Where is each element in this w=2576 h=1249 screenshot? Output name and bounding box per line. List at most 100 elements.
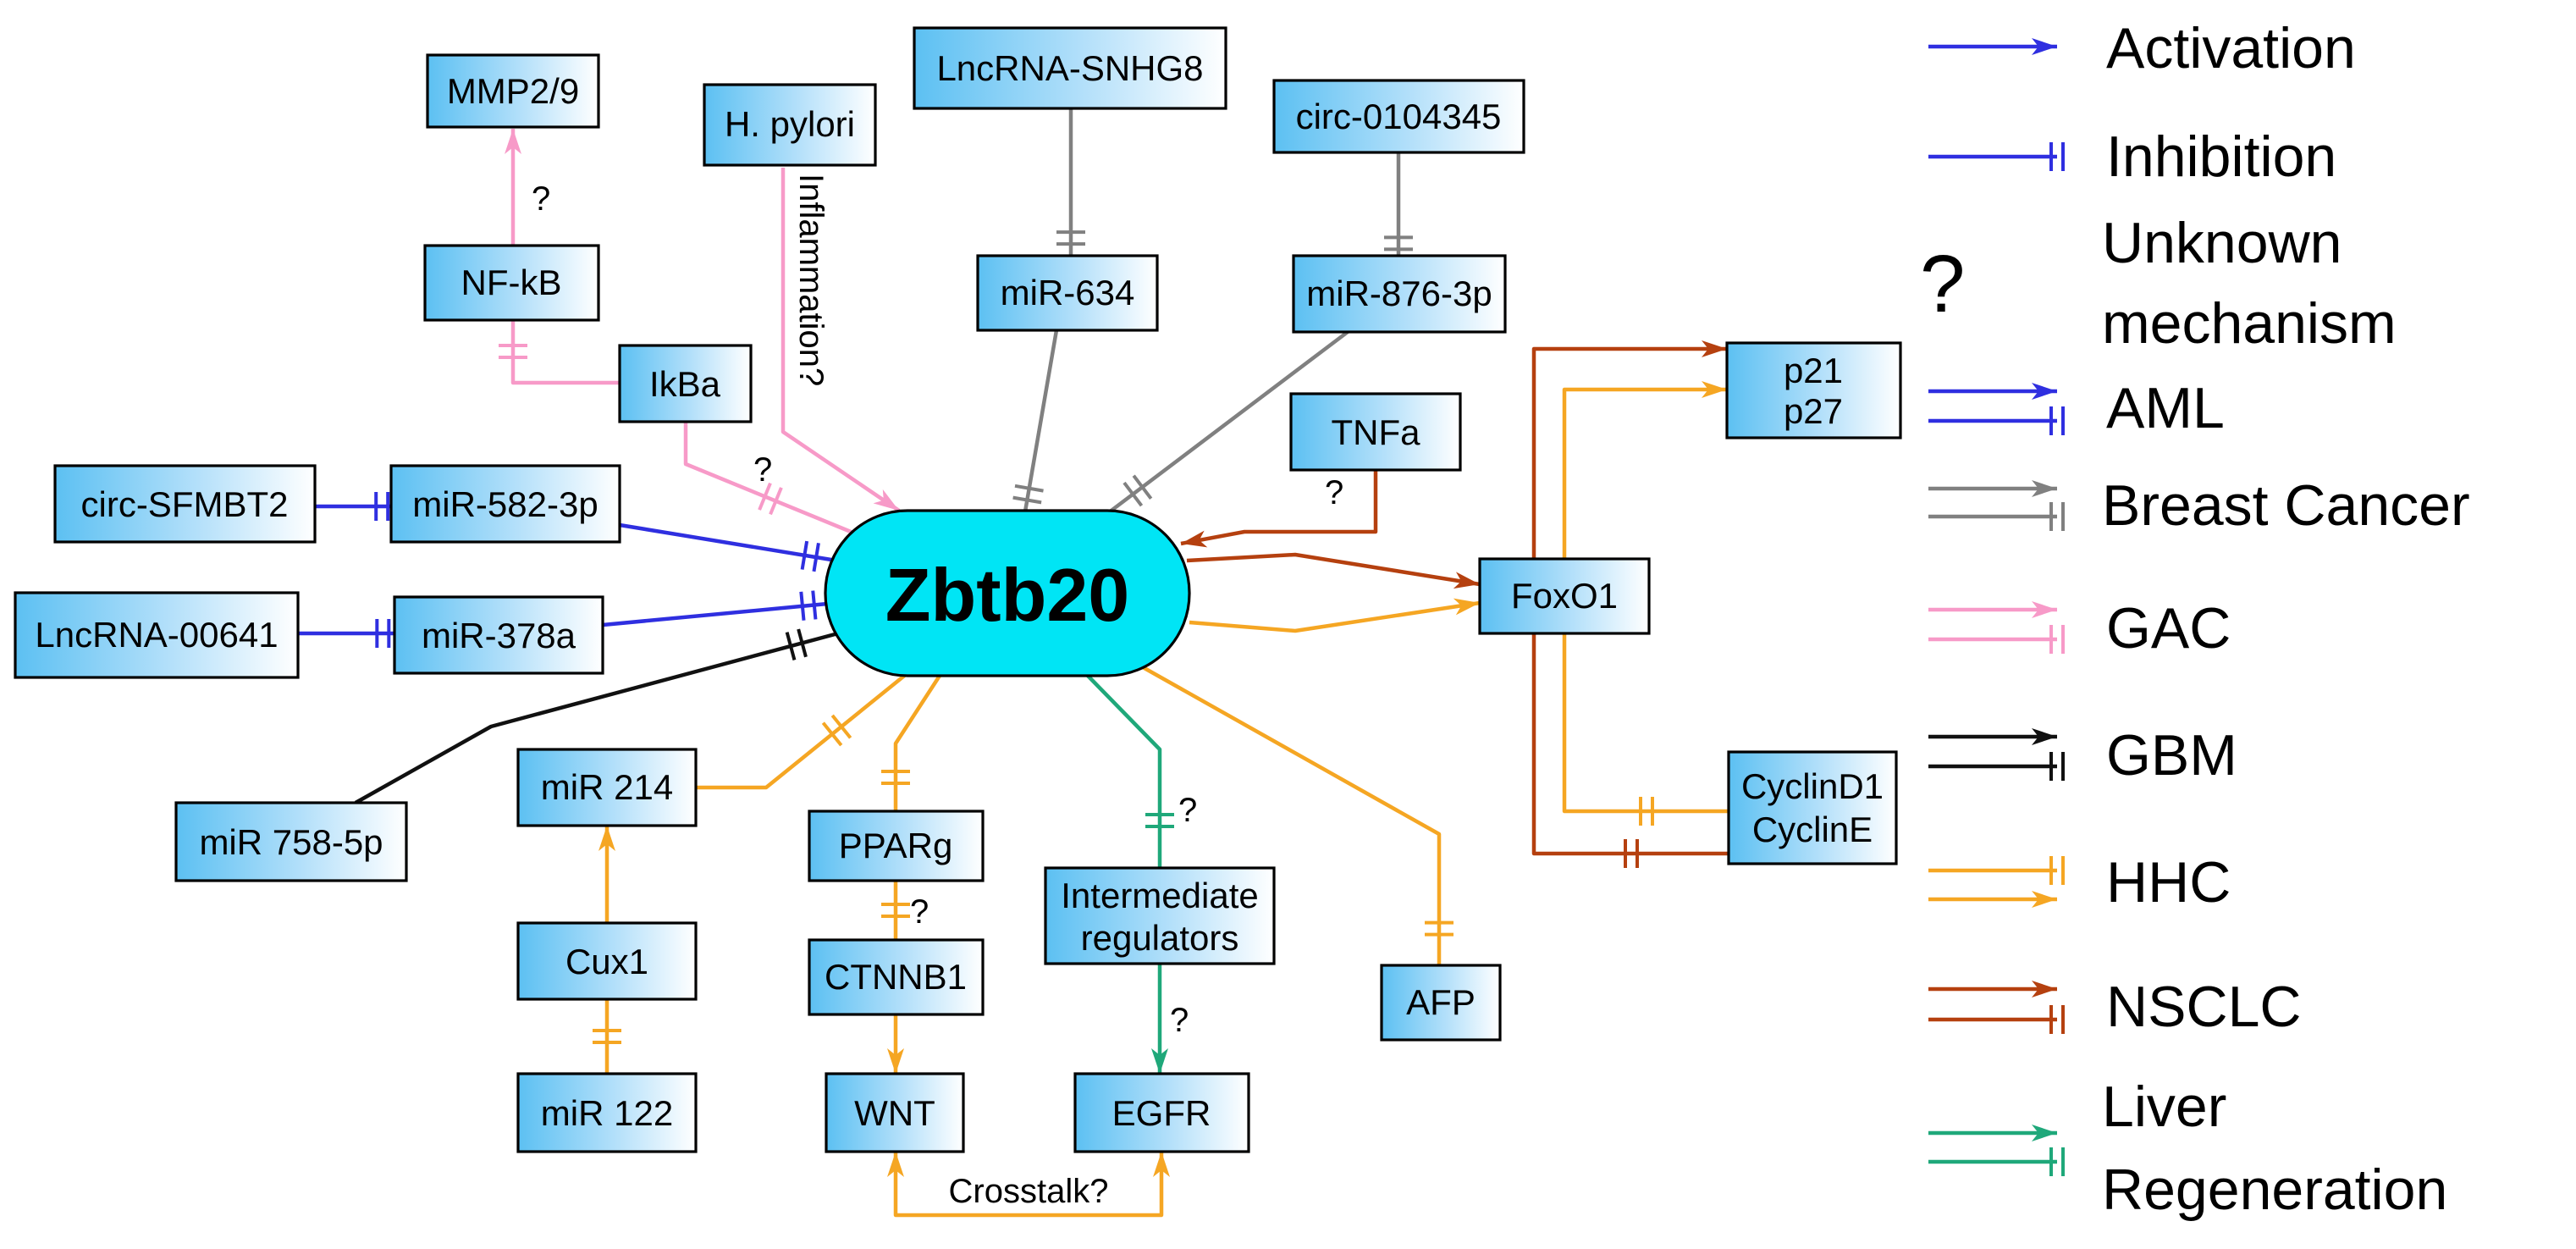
legend-gac-label: GAC	[2106, 596, 2231, 660]
edge-mir582-zbtb20	[619, 522, 837, 563]
legend-gac-act-arrowhead	[2032, 601, 2057, 618]
node-ikba[interactable]: IkBa	[618, 344, 753, 423]
node-p27-label: p27	[1784, 391, 1843, 431]
edge-mir378a-zbtb20-inhibition-bar-2	[811, 590, 818, 620]
node-mir634[interactable]: miR-634	[976, 254, 1159, 332]
legend: Activation Inhibition ? Unknown mechanis…	[1920, 16, 2470, 1222]
edge-tnfa-zbtb20	[1180, 470, 1378, 546]
node-tnfa-label: TNFa	[1332, 412, 1421, 452]
legend-inhibition-label: Inhibition	[2106, 124, 2336, 189]
zbtb20-shape	[824, 509, 1191, 677]
node-wnt-label: WNT	[854, 1093, 935, 1133]
edge-tnfa-zbtb20-arrowhead	[1181, 530, 1208, 548]
node-snhg8[interactable]: LncRNA-SNHG8	[913, 26, 1227, 110]
edge-intermediate-egfr-arrowhead	[1151, 1048, 1168, 1074]
node-mir122[interactable]: miR 122	[516, 1072, 698, 1153]
node-ikba-label: IkBa	[649, 364, 721, 404]
node-afp-box	[1380, 964, 1502, 1042]
edge-mir758-zbtb20-inhibition-bar-2	[797, 628, 808, 658]
edge-mir876-zbtb20	[1107, 330, 1349, 514]
node-circ0104345-label: circ-0104345	[1296, 97, 1502, 136]
edge-zbtb20-foxo1-nsclc	[1186, 552, 1481, 587]
node-tnfa[interactable]: TNFa	[1289, 392, 1462, 472]
node-pparg-label: PPARg	[839, 826, 953, 865]
node-mir378a[interactable]: miR-378a	[393, 595, 604, 675]
unknown-mark-egfr: ?	[1170, 1002, 1189, 1039]
legend-nsclc-act-arrowhead	[2032, 981, 2057, 998]
node-circsfmbt2[interactable]: circ-SFMBT2	[53, 464, 317, 544]
node-pparg[interactable]: PPARg	[808, 810, 985, 882]
node-egfr-label: EGFR	[1112, 1093, 1211, 1133]
edge-hpylori-zbtb20-arrowhead	[873, 489, 899, 511]
node-circsfmbt2-box	[53, 464, 317, 544]
legend-gbm-label: GBM	[2106, 723, 2237, 788]
unknown-mark-ctnnb1: ?	[910, 893, 929, 931]
node-mir876[interactable]: miR-876-3p	[1292, 254, 1507, 334]
node-afp[interactable]: AFP	[1380, 964, 1502, 1042]
edge-mir634-zbtb20	[1022, 329, 1059, 517]
node-hpylori-label: H. pylori	[725, 104, 855, 144]
node-foxo1[interactable]: FoxO1	[1478, 557, 1651, 635]
node-snhg8-box	[913, 26, 1227, 110]
edge-mir634-zbtb20-inhibition-bar-1	[1014, 484, 1044, 493]
node-mir582[interactable]: miR-582-3p	[389, 464, 621, 544]
node-p21-p27-box	[1725, 341, 1902, 439]
edge-zbtb20-pparg	[893, 674, 941, 811]
node-mir378a-label: miR-378a	[422, 616, 576, 655]
node-ctnnb1[interactable]: CTNNB1	[808, 938, 985, 1016]
edge-mir214-zbtb20	[696, 671, 909, 790]
node-mir758-box	[174, 801, 408, 882]
node-intermediate-label-1: Intermediate	[1061, 876, 1258, 915]
edge-ikba-zbtb20-inhibition-bar-2	[769, 487, 783, 516]
node-lnc00641-label: LncRNA-00641	[35, 615, 278, 655]
edge-mir634-zbtb20-inhibition-bar-2	[1012, 495, 1042, 505]
edge-crosstalk-wnt-egfr	[893, 1152, 1164, 1218]
node-circ0104345[interactable]: circ-0104345	[1272, 79, 1525, 154]
edge-mir876-zbtb20-inhibition-bar-2	[1123, 481, 1144, 507]
node-cyclind1-label: CyclinD1	[1741, 766, 1884, 806]
node-lnc00641-box	[14, 591, 300, 679]
node-nfkb[interactable]: NF-kB	[423, 244, 600, 322]
edge-ikba-zbtb20-inhibition-bar-1	[758, 482, 772, 511]
legend-aml-label: AML	[2106, 376, 2225, 440]
legend-activation-label: Activation	[2106, 16, 2356, 80]
node-intermediate-box	[1044, 866, 1276, 965]
edge-foxo1-p21	[1531, 346, 1727, 563]
node-cycline-label: CyclinE	[1752, 810, 1873, 849]
node-wnt[interactable]: WNT	[825, 1072, 965, 1153]
node-mir758[interactable]: miR 758-5p	[174, 801, 408, 882]
node-foxo1-label: FoxO1	[1511, 576, 1618, 616]
node-foxo1-box	[1478, 557, 1651, 635]
node-cux1[interactable]: Cux1	[516, 921, 698, 1001]
node-p21-label: p21	[1784, 351, 1843, 390]
edge-hpylori-zbtb20	[781, 168, 901, 512]
legend-hhc-label: HHC	[2106, 850, 2231, 915]
node-mir758-label: miR 758-5p	[199, 822, 383, 862]
edge-ctnnb1-wnt-arrowhead	[887, 1048, 904, 1074]
node-mmp-label: MMP2/9	[447, 71, 579, 111]
node-cux1-label: Cux1	[565, 942, 648, 981]
node-mir582-box	[389, 464, 621, 544]
edge-zbtb20-intermediate	[1086, 674, 1162, 868]
unknown-mark-nfkb-mmp: ?	[532, 180, 550, 218]
unknown-mark-ikba-zbtb20: ?	[753, 451, 772, 489]
legend-gbm-act-arrowhead	[2032, 728, 2057, 745]
edge-foxo1-p21-arrowhead	[1702, 340, 1727, 357]
node-pparg-box	[808, 810, 985, 882]
node-mir214[interactable]: miR 214	[516, 748, 698, 827]
node-mmp[interactable]: MMP2/9	[426, 53, 600, 129]
node-ikba-box	[618, 344, 753, 423]
node-hpylori[interactable]: H. pylori	[703, 83, 877, 167]
crosstalk-label: Crosstalk?	[949, 1173, 1109, 1210]
node-egfr[interactable]: EGFR	[1073, 1072, 1250, 1153]
node-lnc00641[interactable]: LncRNA-00641	[14, 591, 300, 679]
legend-breast: Breast Cancer	[1928, 473, 2470, 538]
legend-nsclc: NSCLC	[1928, 975, 2302, 1039]
zbtb20-node[interactable]: Zbtb20	[824, 509, 1191, 677]
inflammation-label: Inflammation?	[792, 174, 830, 386]
edge-mir378a-zbtb20	[602, 600, 837, 627]
